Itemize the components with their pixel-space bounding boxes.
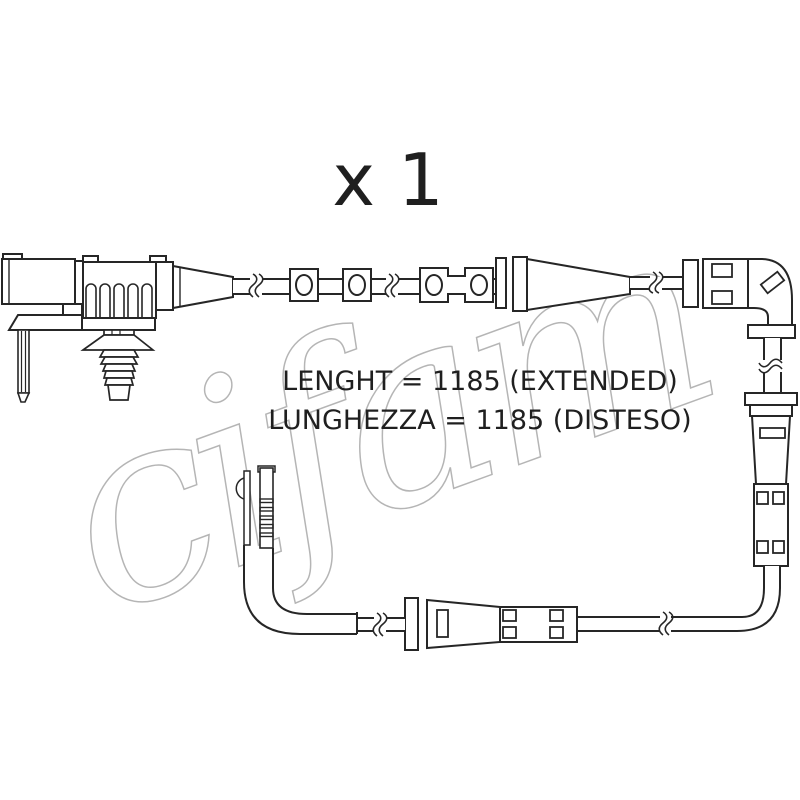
dimension-label-en: LENGHT = 1185 (EXTENDED) <box>282 366 678 397</box>
elbow-connector <box>682 258 796 339</box>
bottom-left-tube <box>243 545 358 635</box>
right-cable <box>758 338 783 393</box>
mid-connector <box>495 256 683 312</box>
quantity-label: x 1 <box>332 138 443 222</box>
bellows-grommet <box>81 255 167 331</box>
labels: x 1 LENGHT = 1185 (EXTENDED) LUNGHEZZA =… <box>268 138 691 436</box>
mounting-bracket-pin <box>7 314 83 403</box>
bottom-right-cable <box>577 566 781 636</box>
dimension-label-it: LUNGHEZZA = 1185 (DISTESO) <box>268 405 691 436</box>
top-cable <box>233 267 497 303</box>
cable-exit-cone <box>155 261 234 311</box>
sensor-head <box>235 465 276 549</box>
right-connector <box>744 392 798 567</box>
sensor-parts <box>1 253 798 651</box>
bottom-connector <box>357 597 578 651</box>
push-pin-fastener <box>80 329 156 401</box>
left-connector-block <box>1 253 84 316</box>
